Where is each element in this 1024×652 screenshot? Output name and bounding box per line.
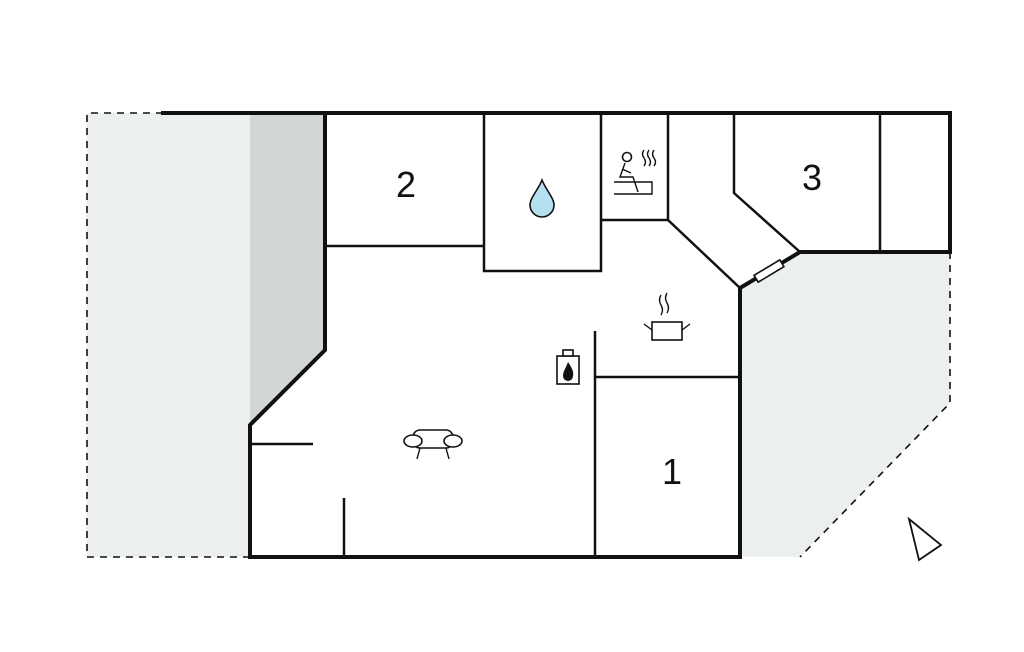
exterior-wall — [161, 111, 952, 559]
terrace-left — [87, 113, 250, 557]
interior-walls — [250, 113, 882, 557]
covered-terrace — [250, 113, 325, 425]
window — [752, 258, 786, 284]
kitchen-pot-icon — [643, 292, 691, 341]
north-arrow-icon — [907, 516, 943, 562]
room-label-2: 2 — [396, 164, 416, 205]
terrace-right — [740, 252, 950, 557]
sofa-icon — [403, 429, 463, 460]
terrace-left-outline — [86, 112, 250, 558]
bathroom-water-drop-icon — [529, 177, 555, 218]
room-label-3: 3 — [802, 157, 822, 198]
room-label-1: 1 — [662, 451, 682, 492]
sauna-icon — [614, 149, 657, 195]
fireplace-icon — [556, 349, 580, 385]
